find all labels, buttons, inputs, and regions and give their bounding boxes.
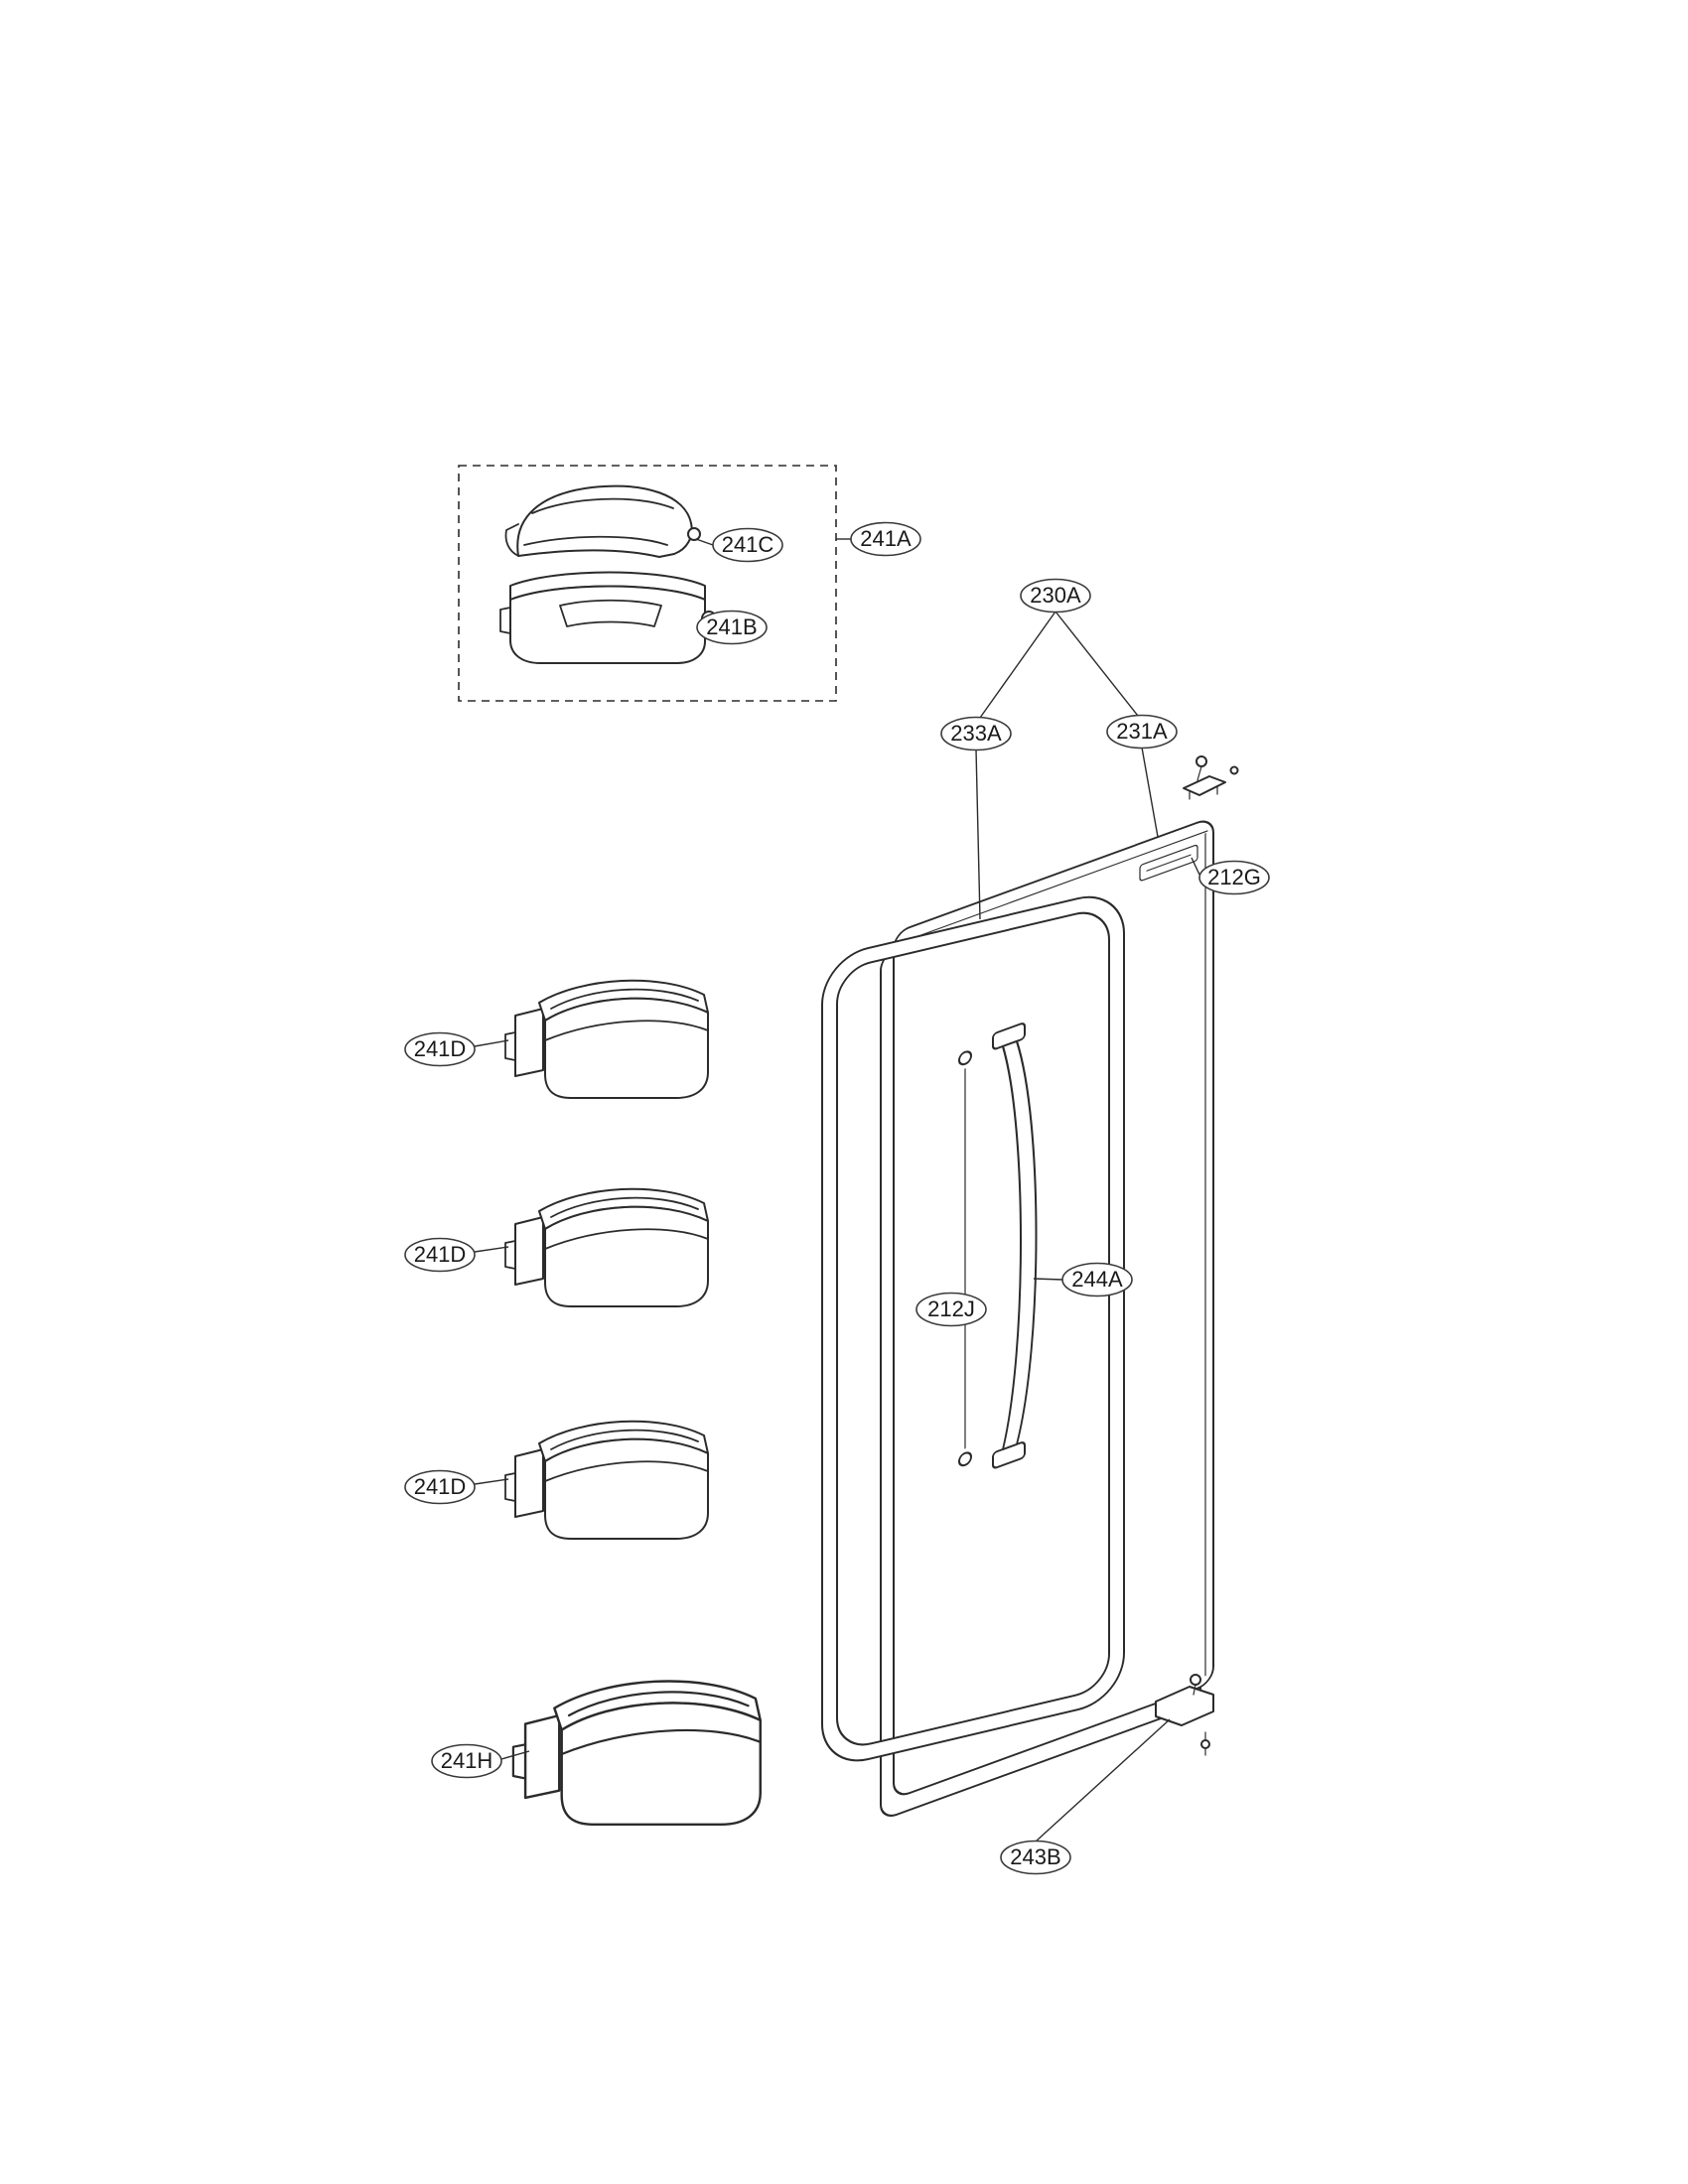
leader-line [975, 749, 981, 920]
dairy-bin-body [509, 585, 706, 664]
door-top-cap-seam [899, 830, 1208, 944]
badge-mark [1146, 854, 1192, 872]
callout-241D-1[interactable]: 241D [404, 1031, 509, 1067]
leader-line [1033, 1278, 1063, 1281]
callout-bubble [404, 1469, 476, 1505]
dairy-compartment-group [458, 465, 837, 702]
door-bin-part-2 [504, 1187, 709, 1307]
leader-line [1035, 1718, 1171, 1843]
bottom-hinge-bracket [1155, 1686, 1214, 1726]
callout-label: 243B [1010, 1844, 1060, 1869]
callout-bubble [850, 521, 921, 557]
leader-line [1141, 747, 1159, 838]
callout-bubble [696, 610, 768, 645]
leader-line [474, 1039, 509, 1047]
leader-line [1191, 857, 1200, 876]
dairy-lid-front-edge [523, 535, 668, 546]
callout-241D-2[interactable]: 241D [404, 1237, 509, 1273]
leader-line [474, 1246, 509, 1253]
dairy-lid-left-hinge [504, 523, 519, 557]
top-hinge-plate [1183, 775, 1226, 796]
dairy-bin-left-tab [499, 607, 511, 634]
callout-label: 241B [706, 614, 757, 639]
callout-bubble [1061, 1262, 1133, 1297]
callout-bubble [431, 1743, 502, 1779]
callout-bubble [404, 1237, 476, 1273]
callout-212J[interactable]: 212J [915, 1292, 987, 1327]
top-hinge-pin-shaft [1196, 765, 1202, 781]
callout-233A[interactable]: 233A [940, 716, 1012, 920]
top-hinge-part [1183, 755, 1239, 800]
callout-241H[interactable]: 241H [431, 1743, 530, 1779]
callout-label: 241D [414, 1242, 467, 1267]
callout-244A[interactable]: 244A [1033, 1262, 1133, 1297]
callout-241C[interactable]: 241C [695, 527, 783, 563]
door-handle-part [992, 1023, 1038, 1469]
callout-212G[interactable]: 212G [1191, 857, 1270, 895]
leader-line [695, 538, 714, 546]
callout-bubble [915, 1292, 987, 1327]
callout-label: 230A [1030, 583, 1081, 608]
callout-243B[interactable]: 243B [1000, 1718, 1171, 1875]
leader-line [500, 1750, 530, 1760]
leader-line-left [979, 611, 1056, 719]
door-front-face [893, 820, 1214, 1796]
callout-bubble [1020, 578, 1091, 614]
door-bin-part-1 [504, 979, 709, 1099]
bottom-hinge-screw [1200, 1739, 1210, 1749]
brand-badge [1139, 844, 1198, 882]
grouping-dashed-box [458, 465, 837, 702]
dairy-lid-body [516, 484, 693, 558]
callout-label: 233A [950, 721, 1002, 746]
callout-label: 241D [414, 1036, 467, 1061]
bottom-hinge-pin [1190, 1674, 1201, 1686]
callout-230A[interactable]: 230A [979, 578, 1139, 719]
callout-label: 212G [1207, 865, 1261, 889]
callout-label: 241D [414, 1474, 467, 1499]
handle-mounting-part [958, 1050, 972, 1467]
callout-label: 241A [860, 526, 912, 551]
bottom-hinge-pin-shaft [1193, 1684, 1196, 1696]
callout-label: 241H [441, 1748, 493, 1773]
top-hinge-pin [1196, 755, 1207, 767]
callout-bubble [712, 527, 783, 563]
gasket-frame [821, 895, 1125, 1762]
door-bin-part-large [511, 1680, 762, 1827]
callout-241B[interactable]: 241B [696, 610, 768, 645]
top-hinge-screw [1229, 765, 1239, 775]
dairy-bin-recess [559, 599, 662, 627]
handle-bar [1002, 1039, 1038, 1451]
dairy-lid-part [504, 484, 701, 558]
leader-line-right [1055, 611, 1139, 717]
callout-bubble [1198, 860, 1270, 895]
callout-bubble [404, 1031, 476, 1067]
callout-label: 231A [1116, 719, 1168, 744]
callout-bubble [1000, 1840, 1071, 1875]
callout-label: 244A [1071, 1267, 1123, 1292]
badge-outline [1139, 844, 1198, 882]
callout-bubble [940, 716, 1012, 751]
handle-mount-screw-bottom [958, 1451, 972, 1467]
callout-label: 241C [722, 532, 774, 557]
callout-bubble [1106, 714, 1178, 750]
callout-231A[interactable]: 231A [1106, 714, 1178, 838]
dairy-lid-ridge [531, 497, 674, 514]
door-gasket-part [821, 895, 1125, 1762]
dairy-lid-hinge-knob [687, 527, 701, 541]
dairy-bin-part [499, 571, 717, 664]
callout-label: 212J [927, 1297, 975, 1321]
callout-241A[interactable]: 241A [836, 521, 921, 557]
handle-mount-screw-top [958, 1050, 972, 1066]
leader-line [474, 1478, 509, 1485]
callout-241D-3[interactable]: 241D [404, 1469, 509, 1505]
bottom-hinge-part [1155, 1674, 1214, 1756]
door-bin-part-3 [504, 1420, 709, 1540]
